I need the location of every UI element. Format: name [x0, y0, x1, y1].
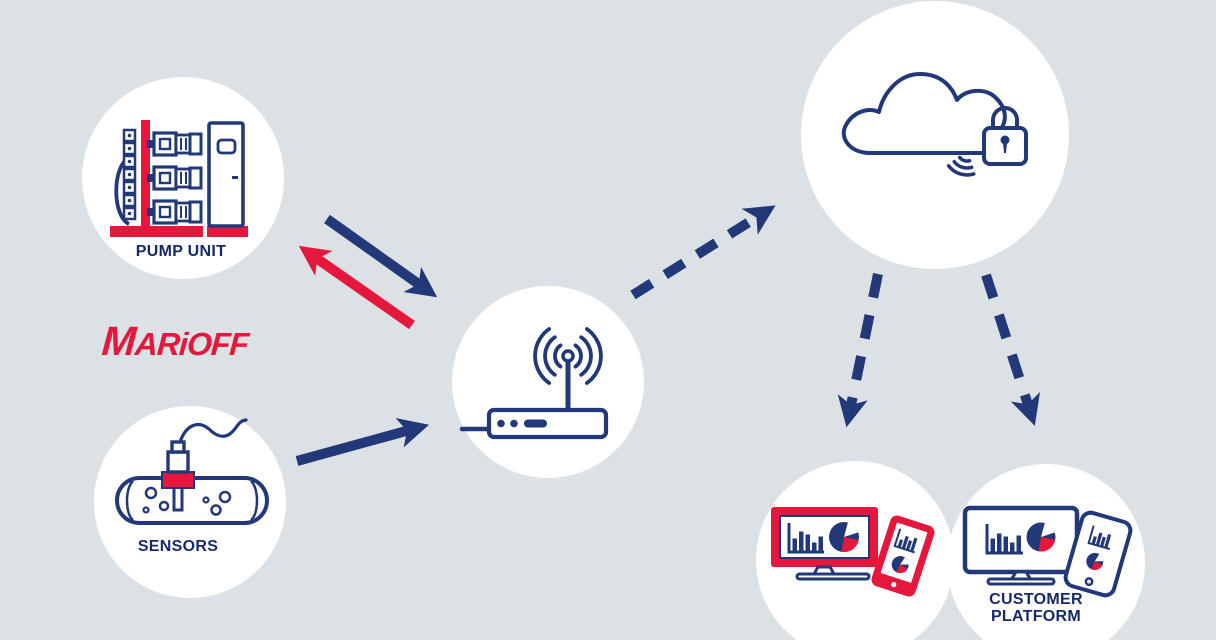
cloud-lock-icon [841, 72, 1028, 177]
red-riser-pipe [141, 120, 150, 227]
tablet-red-icon [871, 515, 935, 597]
customer-platform-label: CUSTOMER PLATFORM [989, 591, 1083, 625]
wireless-router-icon [459, 327, 609, 440]
pump-motor-row-2 [147, 165, 203, 191]
tablet-home-button [891, 581, 897, 588]
router-led-2 [510, 419, 518, 428]
antenna-tip [561, 349, 575, 363]
pump-unit-label: PUMP UNIT [135, 243, 227, 260]
manifold-flanges [122, 128, 137, 221]
tablet-navy-icon [1063, 510, 1133, 598]
arrow-pump-to-gateway [324, 214, 438, 298]
tablet-home-button [1084, 577, 1094, 587]
router-button [524, 419, 547, 428]
arrow-gateway-to-pump [298, 245, 415, 330]
signal-waves-icon [946, 155, 976, 177]
arrow-cloud-to-customer-platform-dashed [981, 273, 1040, 426]
padlock-icon [982, 106, 1028, 166]
pump-motor-row-1 [147, 131, 203, 157]
router-led-1 [497, 419, 505, 428]
pump-unit-icon [110, 120, 248, 237]
router-box [486, 407, 609, 440]
sensor-red-band [161, 471, 195, 489]
sensor-head [166, 450, 190, 474]
wifi-waves-icon [533, 327, 603, 385]
control-cabinet [207, 121, 245, 228]
pump-motor-row-3 [147, 199, 203, 225]
sensors-label: SENSORS [137, 538, 219, 555]
arrow-cloud-to-operator-dashboard-dashed [837, 272, 883, 428]
pipe-sensor-icon [115, 418, 269, 525]
sensor-cable [178, 418, 248, 444]
arrow-sensors-to-gateway [295, 418, 430, 466]
sensor-neck [170, 440, 186, 454]
keyhole [1000, 135, 1010, 145]
monitor-stand-base [795, 572, 871, 581]
padlock-shackle [991, 106, 1019, 129]
pie-chart-icon [1026, 522, 1056, 552]
marioff-logo: MARiOFF [100, 318, 250, 364]
bar-chart-icon [787, 523, 824, 554]
monitor-tablet-navy-icon [962, 505, 1133, 598]
monitor-stand-base [986, 577, 1056, 586]
cabinet-base [207, 226, 248, 237]
pipe-bubbles [142, 486, 232, 516]
bar-chart-icon [985, 524, 1023, 555]
pump-base [110, 226, 203, 237]
pipe-right-cap [250, 480, 259, 521]
arrow-gateway-to-cloud-dashed [630, 205, 776, 300]
monitor-tablet-red-icon [771, 507, 935, 597]
pipe-left-cap [125, 480, 134, 521]
pie-chart-icon [829, 522, 859, 553]
